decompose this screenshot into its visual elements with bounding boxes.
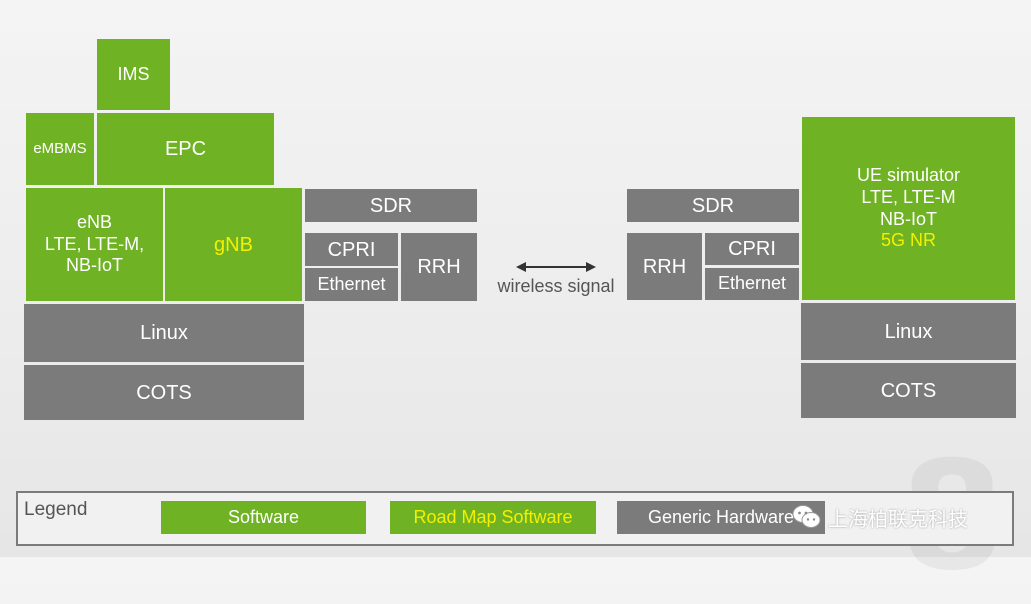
enb-label-line1: eNB: [76, 212, 112, 233]
ue-linux-label: Linux: [884, 320, 933, 343]
enb-ethernet-block: Ethernet: [305, 268, 398, 301]
ue-sim-line1: UE simulator: [856, 165, 961, 186]
wireless-signal-label: wireless signal: [497, 276, 615, 296]
legend-hardware-swatch: Generic Hardware: [617, 501, 825, 534]
enb-cots-label: COTS: [136, 381, 192, 404]
double-arrow-icon: [516, 262, 596, 272]
ue-cots-label: COTS: [880, 379, 937, 402]
enb-cpri-label: CPRI: [327, 238, 376, 261]
ue-sim-line3: NB-IoT: [879, 208, 937, 229]
embms-block: eMBMS: [26, 113, 94, 185]
embms-label: eMBMS: [33, 140, 87, 157]
ue-rrh-label: RRH: [642, 255, 687, 278]
ue-ethernet-block: Ethernet: [705, 268, 799, 300]
enb-sdr-label: SDR: [369, 194, 413, 217]
enb-block: eNB LTE, LTE-M, NB-IoT: [26, 188, 163, 301]
enb-rrh-label: RRH: [417, 256, 461, 278]
ue-cpri-label: CPRI: [728, 238, 776, 260]
legend-software-swatch: Software: [161, 501, 366, 534]
legend-roadmap-swatch: Road Map Software: [390, 501, 596, 534]
ue-linux-block: Linux: [801, 303, 1016, 360]
enb-linux-label: Linux: [140, 322, 188, 344]
watermark-text: 上海柏联克科技: [828, 508, 968, 531]
ue-ethernet-label: Ethernet: [717, 273, 787, 294]
ue-sim-5g-nr: 5G NR: [880, 230, 936, 251]
epc-label: EPC: [164, 138, 207, 160]
enb-cots-block: COTS: [24, 365, 304, 420]
ue-cpri-block: CPRI: [705, 233, 799, 265]
wechat-icon: [792, 505, 821, 528]
gnb-block: gNB: [165, 188, 302, 301]
ims-block: IMS: [97, 39, 170, 110]
ue-sdr-block: SDR: [627, 189, 799, 222]
enb-label-line3: NB-IoT: [65, 255, 123, 276]
ue-simulator-block: UE simulator LTE, LTE-M NB-IoT 5G NR: [802, 117, 1015, 300]
legend-roadmap-label: Road Map Software: [413, 506, 573, 527]
ue-rrh-block: RRH: [627, 233, 702, 300]
epc-block: EPC: [97, 113, 274, 185]
legend-title: Legend: [24, 499, 88, 520]
enb-ethernet-label: Ethernet: [317, 273, 386, 294]
legend-software-label: Software: [227, 506, 300, 527]
enb-sdr-block: SDR: [305, 189, 477, 222]
ims-label: IMS: [117, 63, 150, 84]
enb-linux-block: Linux: [24, 304, 304, 362]
enb-rrh-block: RRH: [401, 233, 477, 301]
legend-hardware-label: Generic Hardware: [647, 506, 795, 527]
gnb-label: gNB: [214, 233, 253, 256]
wechat-watermark: 上海柏联克科技: [792, 502, 968, 532]
ue-sim-line2: LTE, LTE-M: [861, 186, 956, 207]
ue-cots-block: COTS: [801, 363, 1016, 418]
ue-sdr-label: SDR: [691, 194, 735, 217]
enb-label-line2: LTE, LTE-M,: [44, 233, 145, 254]
enb-cpri-block: CPRI: [305, 233, 398, 266]
